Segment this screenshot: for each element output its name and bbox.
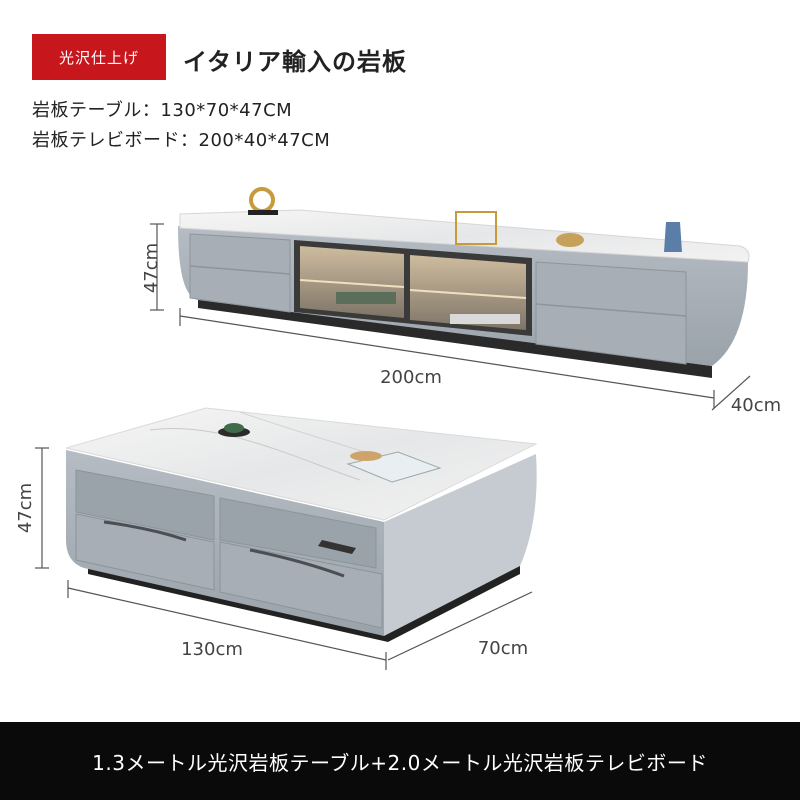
finish-badge: 光沢仕上げ	[32, 34, 166, 80]
spec-table: 岩板テーブル：130*70*47CM	[32, 100, 293, 121]
product-illustration: 47cm 200cm 40cm 47c	[15, 187, 781, 670]
tv-board-dimension-lines	[150, 223, 751, 411]
tv-board-depth-label: 40cm	[731, 395, 781, 416]
spec-tv-board: 岩板テレビボード：200*40*47CM	[32, 130, 331, 151]
tv-board-height-label: 47cm	[141, 243, 162, 293]
footer-caption: 1.3メートル光沢岩板テーブル+2.0メートル光沢岩板テレビボード	[0, 722, 800, 800]
coffee-table	[65, 407, 538, 642]
table-depth-label: 70cm	[478, 638, 528, 659]
page-title: イタリア輸入の岩板	[183, 48, 408, 76]
table-width-label: 130cm	[181, 639, 243, 660]
tv-board	[178, 187, 750, 378]
tv-board-width-label: 200cm	[380, 367, 442, 388]
table-height-label: 47cm	[15, 483, 36, 533]
table-dimension-lines	[35, 447, 533, 670]
